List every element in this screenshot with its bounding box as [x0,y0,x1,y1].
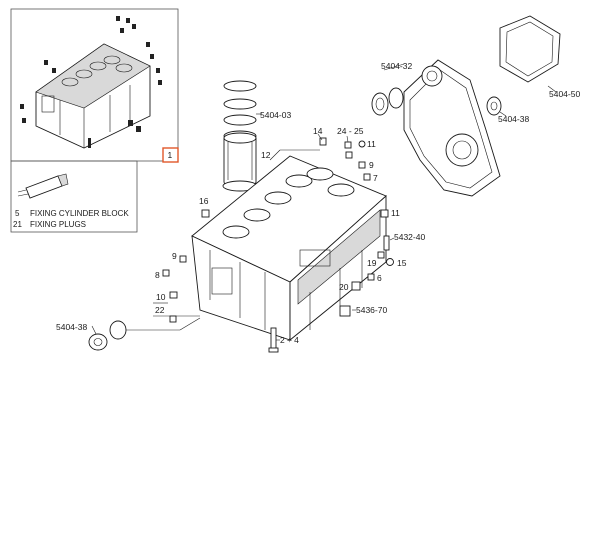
label-24-25: 24 - 25 [337,126,364,136]
label-5404-38-right: 5404-38 [498,114,529,124]
label-22: 22 [155,305,165,315]
sealant-tube-icon [17,173,69,199]
detail-badge[interactable] [162,147,179,163]
legend-item-num: 5 [15,209,20,218]
gasket: 5404-50 [499,15,580,99]
label-5404-50: 5404-50 [549,89,580,99]
legend-item-text: FIXING PLUGS [30,220,86,229]
label-9-right: 9 [369,160,374,170]
label-7: 7 [373,173,378,183]
legend-item-num: 21 [13,220,22,229]
label-5436-70: 5436-70 [356,305,387,315]
timing-cover: 5404-32 [371,59,501,197]
label-15: 15 [397,258,407,268]
legend-item-text: FIXING CYLINDER BLOCK [30,209,129,218]
label-8: 8 [155,270,160,280]
front-seal: 5404-38 [56,320,127,351]
label-11-right: 11 [391,208,400,218]
detail-block-icon [35,43,151,149]
label-19: 19 [367,258,377,268]
label-5404-32: 5404-32 [381,61,412,71]
detail-inset: 1 [10,8,179,163]
cylinder-liner-group: 5404-03 [222,80,291,192]
label-5404-03: 5404-03 [260,110,291,120]
engine-block [191,155,387,341]
label-11-top: 11 [367,139,376,149]
label-10: 10 [156,292,166,302]
label-12: 12 [261,150,271,160]
detail-badge-number: 1 [168,150,173,160]
cylinder-bores [222,167,355,239]
legend-frame [10,160,138,233]
legend-box: 5 FIXING CYLINDER BLOCK 21 FIXING PLUGS [10,160,138,233]
callouts: 14 24 - 25 11 12 9 7 16 11 5432-40 9 8 [126,126,425,353]
rear-seal: 5404-38 [486,96,529,124]
label-5432-40: 5432-40 [394,232,425,242]
label-20: 20 [339,282,349,292]
label-14: 14 [313,126,323,136]
label-16: 16 [199,196,209,206]
label-9-left: 9 [172,251,177,261]
label-2-4: 2 ÷ 4 [280,335,299,345]
detail-bolts [20,16,162,148]
label-5404-38-left: 5404-38 [56,322,87,332]
label-6: 6 [377,273,382,283]
